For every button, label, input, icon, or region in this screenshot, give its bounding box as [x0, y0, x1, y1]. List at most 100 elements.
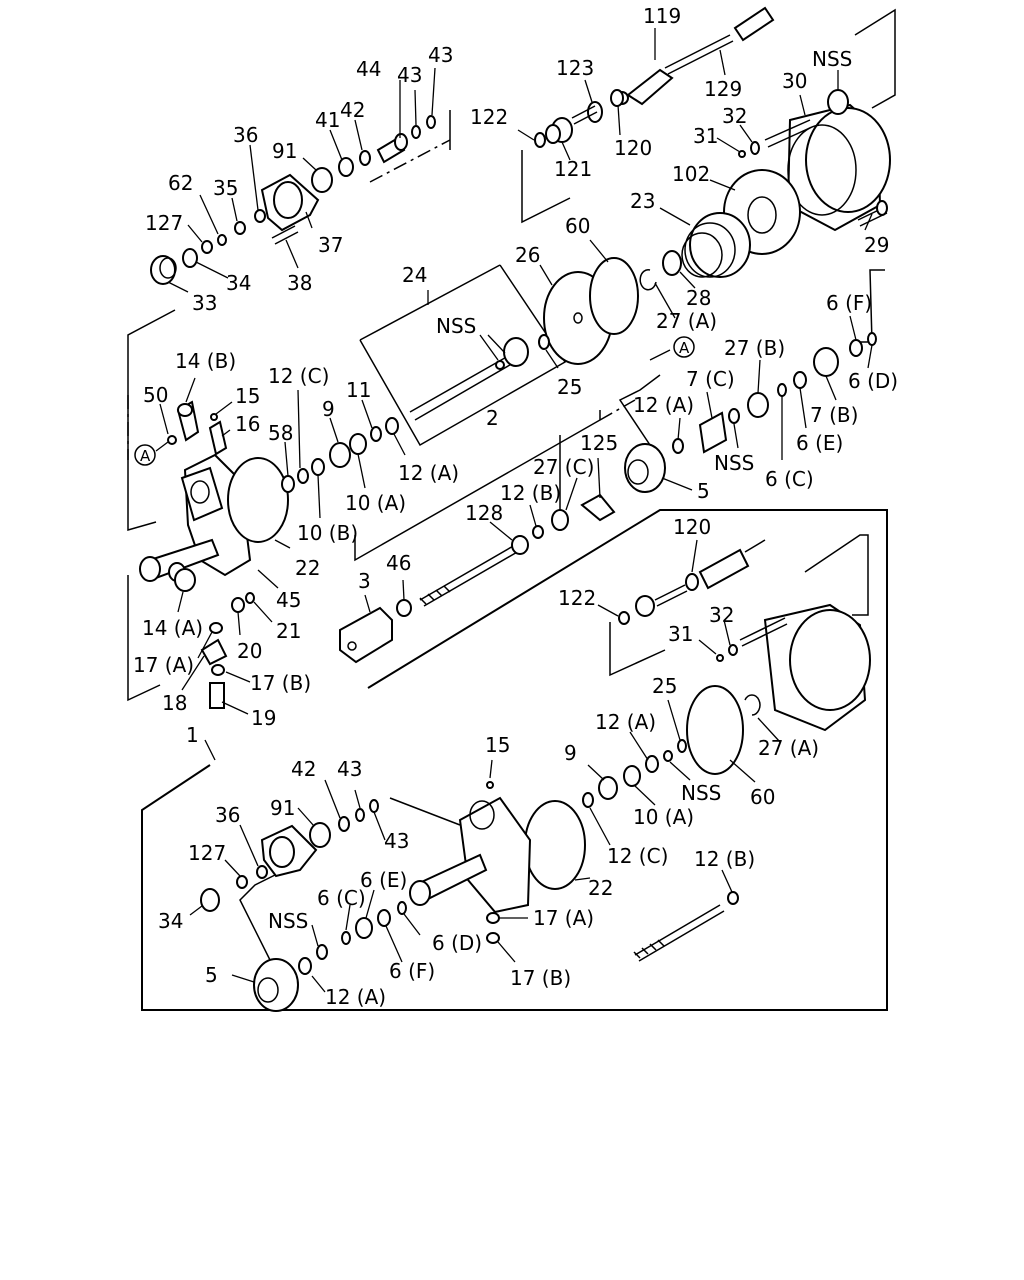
part-128-ring: [511, 535, 529, 555]
part-37-body: [260, 173, 320, 232]
part-7c-sleeve: [698, 411, 728, 454]
lower-part-91-oring: [309, 822, 331, 848]
label-38: 38: [287, 271, 312, 295]
label-123: 123: [556, 56, 594, 80]
label-91-top: 91: [272, 139, 297, 163]
label-34-lower: 34: [158, 909, 183, 933]
lower-part-12b-ring: [727, 891, 739, 905]
label-27a-top: 27 (A): [656, 309, 717, 333]
label-46: 46: [386, 551, 411, 575]
upper-assembly-bracket: [860, 269, 885, 343]
lower-part-31: [716, 654, 724, 662]
lower-part-6f: [377, 909, 391, 927]
part-17a-ring: [209, 622, 223, 634]
label-6c-top: 6 (C): [765, 467, 814, 491]
label-3: 3: [358, 569, 371, 593]
lower-part-12a-ring: [298, 957, 312, 975]
part-10b-ring: [311, 458, 325, 476]
lower-part-32: [728, 644, 738, 656]
lower-part-60-oring: [686, 685, 744, 775]
label-23: 23: [630, 189, 655, 213]
lower-part-43-ring-b: [369, 799, 379, 813]
label-nss-24: NSS: [436, 314, 476, 338]
label-9-lower: 9: [564, 741, 577, 765]
part-6f-ring: [849, 339, 863, 357]
part-36-ring: [254, 209, 266, 223]
part-19-bolt: [209, 682, 225, 709]
label-5-lower: 5: [205, 963, 218, 987]
lower-part-10a-ring: [623, 765, 641, 787]
label-9-top: 9: [322, 397, 335, 421]
part-12a-clip: [385, 417, 399, 435]
label-60-lower: 60: [750, 785, 775, 809]
label-24: 24: [402, 263, 427, 287]
label-60-top: 60: [565, 214, 590, 238]
part-labels: 119 129 123 122 120 121 NSS 30 32 31 102…: [133, 4, 898, 1009]
part-28-nut: [662, 250, 682, 276]
label-122-lower: 122: [558, 586, 596, 610]
part-25-ring: [538, 334, 550, 350]
top-valve-bracket: [521, 150, 571, 224]
part-33-plug: [150, 255, 177, 285]
part-9-sleeve: [329, 442, 351, 468]
label-10b: 10 (B): [297, 521, 358, 545]
label-12c-top: 12 (C): [268, 364, 329, 388]
lower-part-120-sensor: [685, 539, 766, 591]
label-125: 125: [580, 431, 618, 455]
label-6d-top: 6 (D): [848, 369, 898, 393]
part-32-ring: [750, 141, 760, 155]
label-12c-lower: 12 (C): [607, 844, 668, 868]
label-21: 21: [276, 619, 301, 643]
label-nss-lower: NSS: [681, 781, 721, 805]
label-1: 1: [186, 723, 199, 747]
box-2: [354, 410, 601, 562]
label-18: 18: [162, 691, 187, 715]
label-120-lower: 120: [673, 515, 711, 539]
part-31-ball: [738, 150, 746, 158]
label-17b-top: 17 (B): [250, 671, 311, 695]
part-123-bolt: [571, 101, 603, 125]
label-19: 19: [251, 706, 276, 730]
lower-part-43-ring-a: [355, 808, 365, 822]
lower-part-6c: [341, 931, 351, 945]
label-25-top: 25: [557, 375, 582, 399]
part-5-piston: [618, 374, 666, 493]
label-43-b: 43: [428, 43, 453, 67]
lower-part-6d: [397, 901, 407, 915]
part-60-oring: [589, 257, 639, 335]
label-17a-top: 17 (A): [133, 653, 194, 677]
part-11-ring: [370, 426, 382, 442]
mid-dash: [599, 399, 636, 421]
part-12c-ring: [297, 468, 309, 484]
label-58: 58: [268, 421, 293, 445]
circle-a-marker-1: [134, 444, 156, 466]
label-14b: 14 (B): [175, 349, 236, 373]
label-31-top: 31: [693, 124, 718, 148]
part-46-nut: [396, 599, 412, 617]
label-22-lower: 22: [588, 876, 613, 900]
upper-frame-left: [127, 309, 176, 531]
label-6d-lower: 6 (D): [432, 931, 482, 955]
part-27a-clip: [639, 269, 657, 291]
lower-part-6e: [355, 917, 373, 939]
part-125-clip: [580, 493, 616, 522]
part-17b-ring: [211, 664, 225, 676]
part-12a-ring-2: [672, 438, 684, 454]
part-29-bolt: [857, 200, 888, 227]
upper-dash-1: [369, 139, 451, 183]
label-36-lower: 36: [215, 803, 240, 827]
lower-part-12c-ring: [582, 792, 594, 808]
part-16-nipple: [208, 420, 228, 456]
label-15-lower: 15: [485, 733, 510, 757]
part-35-plug: [234, 221, 246, 235]
part-main-body: [139, 453, 252, 582]
label-14a: 14 (A): [142, 616, 203, 640]
leader-lines: [159, 28, 873, 993]
part-120-ring: [610, 89, 624, 107]
part-6c-ring: [777, 383, 787, 397]
label-28: 28: [686, 286, 711, 310]
label-12b-top: 12 (B): [500, 481, 561, 505]
top-right-bracket: [854, 8, 896, 109]
label-25-lower: 25: [652, 674, 677, 698]
part-7b-spring: [813, 347, 839, 377]
